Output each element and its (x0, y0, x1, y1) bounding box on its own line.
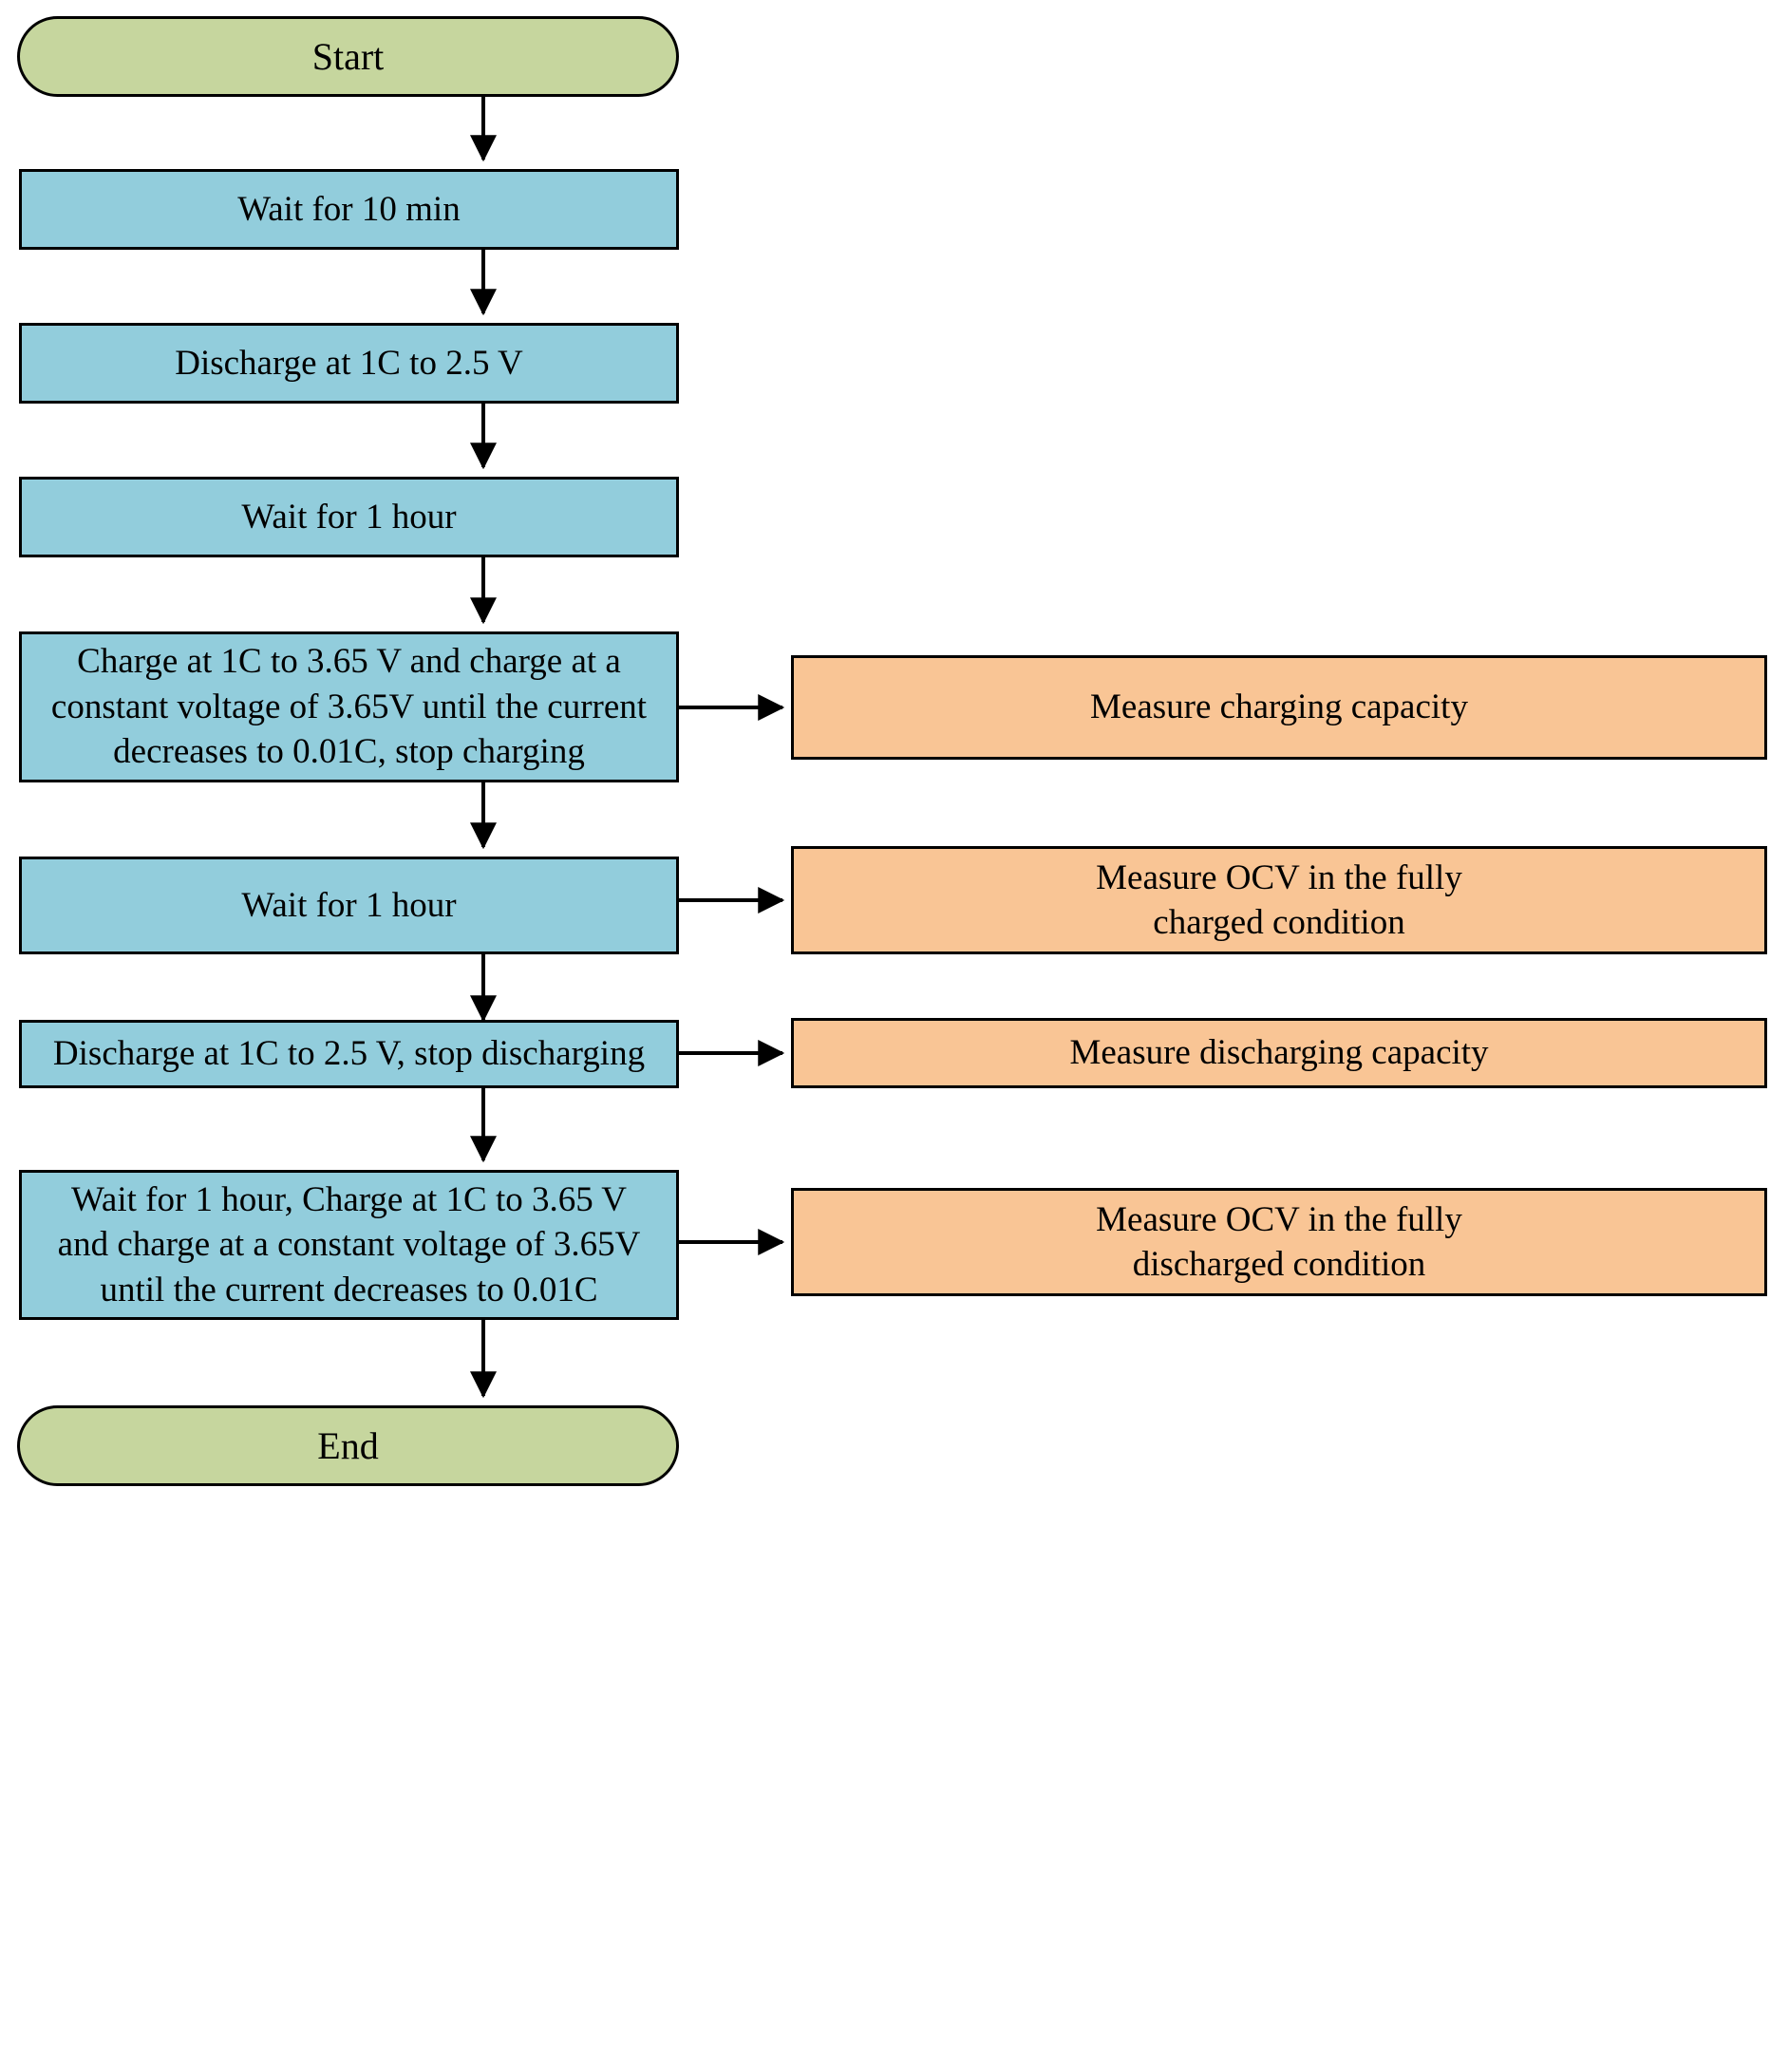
node-discharge-to-2-5v-label: Discharge at 1C to 2.5 V (175, 343, 523, 383)
node-start-label: Start (311, 34, 385, 78)
node-wait-1-hour-a-label: Wait for 1 hour (241, 497, 457, 537)
node-charge-cccv[interactable]: Charge at 1C to 3.65 V and charge at a c… (19, 631, 679, 782)
node-wait-1-hour-b[interactable]: Wait for 1 hour (19, 857, 679, 954)
node-wait-1-hour-b-label: Wait for 1 hour (241, 885, 457, 925)
node-measure-discharging-capacity-label: Measure discharging capacity (1069, 1033, 1489, 1073)
node-recharge-cccv[interactable]: Wait for 1 hour, Charge at 1C to 3.65 V … (19, 1170, 679, 1320)
node-discharge-stop[interactable]: Discharge at 1C to 2.5 V, stop dischargi… (19, 1020, 679, 1088)
node-charge-cccv-label: Charge at 1C to 3.65 V and charge at a c… (50, 642, 648, 772)
node-measure-ocv-charged-label: Measure OCV in the fully charged conditi… (1096, 857, 1462, 942)
node-end[interactable]: End (17, 1405, 679, 1486)
node-recharge-cccv-label: Wait for 1 hour, Charge at 1C to 3.65 V … (57, 1179, 641, 1309)
node-discharge-stop-label: Discharge at 1C to 2.5 V, stop dischargi… (52, 1034, 646, 1074)
node-measure-charging-capacity-label: Measure charging capacity (1090, 688, 1468, 727)
node-end-label: End (317, 1423, 379, 1467)
node-measure-ocv-discharged[interactable]: Measure OCV in the fully discharged cond… (791, 1188, 1767, 1296)
node-measure-charging-capacity[interactable]: Measure charging capacity (791, 655, 1767, 760)
node-start[interactable]: Start (17, 16, 679, 97)
node-discharge-to-2-5v[interactable]: Discharge at 1C to 2.5 V (19, 323, 679, 404)
node-measure-ocv-discharged-label: Measure OCV in the fully discharged cond… (1096, 1199, 1462, 1284)
node-wait-10-min[interactable]: Wait for 10 min (19, 169, 679, 250)
node-measure-ocv-charged[interactable]: Measure OCV in the fully charged conditi… (791, 846, 1767, 954)
node-wait-1-hour-a[interactable]: Wait for 1 hour (19, 477, 679, 557)
node-measure-discharging-capacity[interactable]: Measure discharging capacity (791, 1018, 1767, 1088)
node-wait-10-min-label: Wait for 10 min (237, 189, 461, 229)
